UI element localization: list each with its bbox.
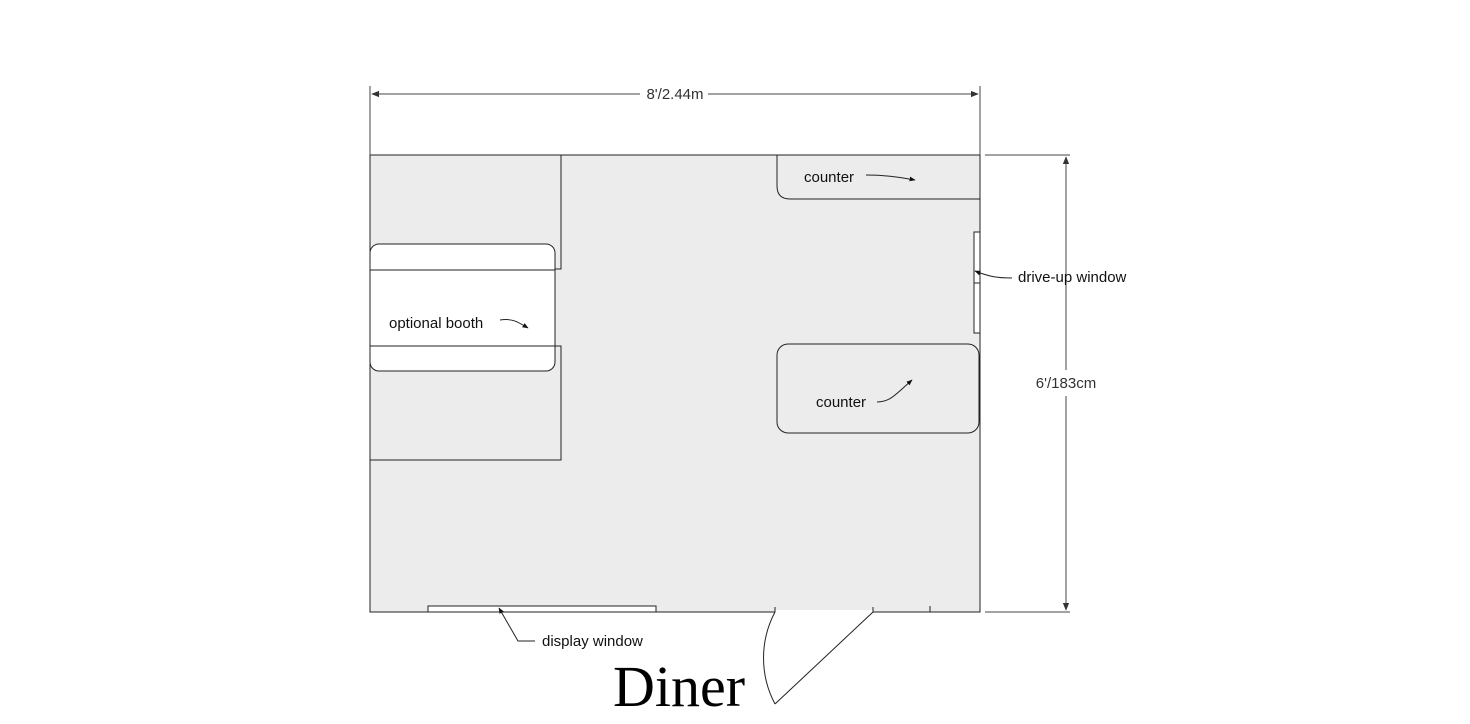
- callout-booth: optional booth: [389, 315, 529, 332]
- callout-counter-middle: counter: [816, 379, 913, 411]
- height-dimension: 6'/183cm: [985, 154, 1096, 613]
- counter-middle-label: counter: [816, 394, 866, 411]
- callout-display: display window: [498, 607, 643, 650]
- display-label: display window: [542, 633, 643, 650]
- booth-area: [369, 154, 562, 461]
- booth-table: [369, 243, 556, 372]
- door: [370, 606, 980, 705]
- page-title: Diner: [613, 654, 745, 719]
- height-label: 6'/183cm: [1036, 375, 1096, 392]
- booth-label: optional booth: [389, 315, 483, 332]
- width-label: 8'/2.44m: [646, 86, 703, 103]
- callout-counter-top: counter: [804, 169, 916, 186]
- callout-drive-up: drive-up window: [974, 269, 1127, 286]
- counter-middle: [776, 343, 980, 434]
- drive-up-label: drive-up window: [1018, 269, 1127, 286]
- drive-up-window: [973, 231, 981, 334]
- width-dimension: 8'/2.44m: [369, 86, 981, 155]
- counter-top-label: counter: [804, 169, 854, 186]
- counter-top: [776, 154, 981, 200]
- display-window: [427, 605, 657, 613]
